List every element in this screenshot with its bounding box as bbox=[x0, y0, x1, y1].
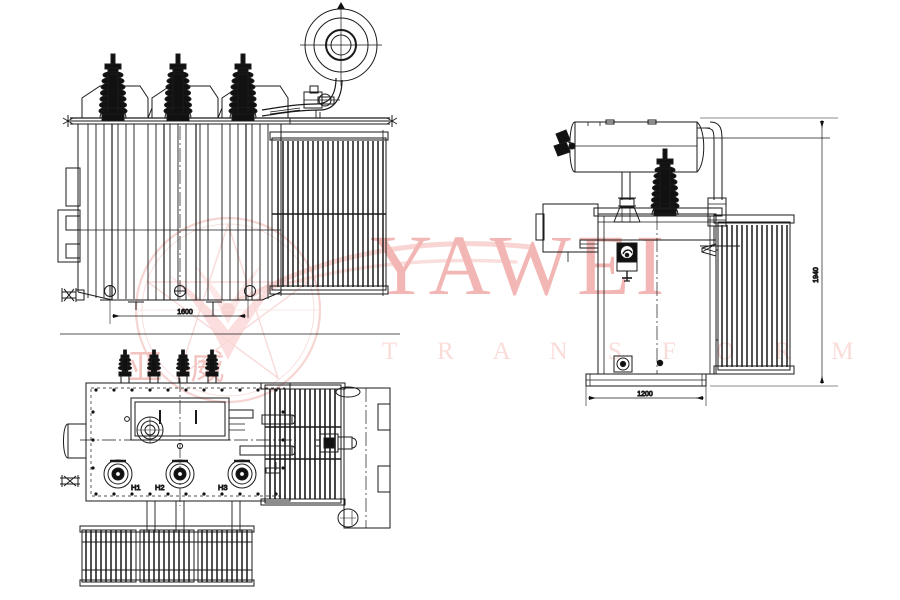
front-elevation-view: 1600 bbox=[57, 2, 400, 335]
radiator-bank-side bbox=[701, 214, 795, 375]
oil-gauge-dial bbox=[616, 242, 638, 282]
control-cabinet-side bbox=[535, 203, 599, 262]
tank-base-frame-side bbox=[585, 373, 707, 387]
conservator-end-view bbox=[300, 2, 382, 86]
cooling-tubes-plan bbox=[79, 501, 255, 587]
dimension-text-height: 1940 bbox=[813, 267, 820, 283]
radiator-valve-plan[interactable] bbox=[316, 433, 357, 453]
dimension-side-base-width: 1200 bbox=[585, 386, 707, 406]
dimension-overall-height: 1940 bbox=[700, 117, 838, 387]
terminal-label-h3: H3 bbox=[218, 483, 228, 492]
conservator-connecting-pipe bbox=[261, 77, 343, 117]
lv-bushings-plan bbox=[118, 349, 219, 384]
drain-valve-front[interactable] bbox=[61, 288, 85, 302]
cover-access-fitting bbox=[136, 416, 164, 444]
top-plan-view: H1 H2 H3 bbox=[60, 349, 391, 587]
dimension-text-1200: 1200 bbox=[637, 391, 653, 398]
radiator-plan bbox=[260, 382, 346, 506]
terminal-label-h2: H2 bbox=[155, 483, 165, 492]
cover-bolt-row bbox=[91, 388, 285, 496]
hv-bushing-group bbox=[98, 53, 258, 122]
tank-drain-fitting[interactable] bbox=[613, 355, 633, 373]
oil-conservator-tank bbox=[553, 119, 705, 173]
buchholz-relay-front bbox=[303, 85, 340, 109]
hv-bushing-side bbox=[650, 148, 680, 217]
cover-centre-mark bbox=[176, 442, 184, 450]
transformer-tank-side bbox=[593, 207, 723, 375]
dimension-front-track-gauge: 1600 bbox=[109, 296, 249, 324]
cover-eyelet bbox=[124, 416, 130, 422]
tank-nozzles-plan bbox=[239, 414, 296, 474]
oil-level-gauge bbox=[553, 129, 576, 157]
hv-terminal-flanges-plan: H1 H2 H3 bbox=[103, 459, 257, 493]
terminal-label-h1: H1 bbox=[131, 483, 141, 492]
cabinet-plan-left bbox=[60, 423, 87, 487]
cooler-end-plan bbox=[335, 386, 391, 529]
control-cabinet-front bbox=[57, 167, 81, 263]
radiator-bank-front bbox=[269, 130, 389, 296]
inspection-hatch-plan bbox=[130, 397, 254, 441]
dimension-text-1600: 1600 bbox=[177, 309, 193, 316]
side-elevation-view: 1200 1940 bbox=[535, 117, 838, 406]
